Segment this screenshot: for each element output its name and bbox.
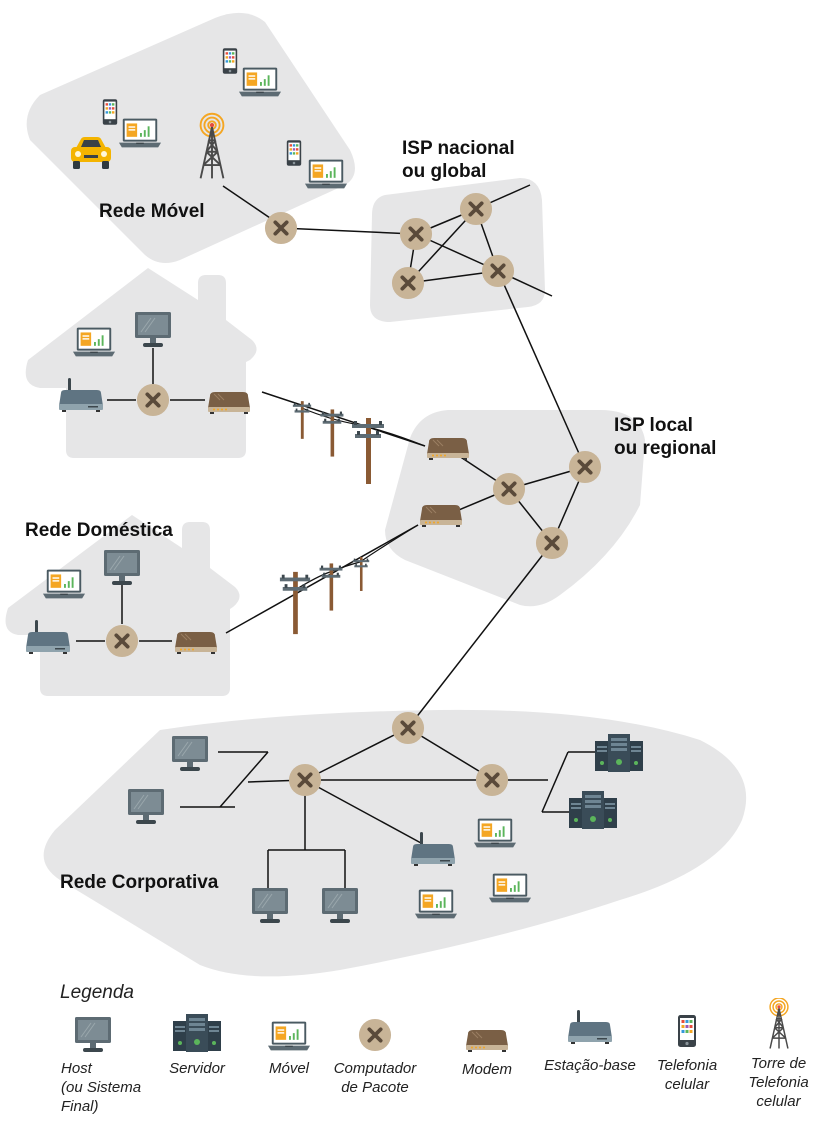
utility-pole-icon: [319, 563, 343, 611]
isp-national-region: [370, 178, 545, 322]
packet-switch-icon[interactable]: [264, 211, 298, 245]
modem-icon[interactable]: [207, 391, 251, 414]
legend-item-base-station: Estação-base: [540, 1010, 640, 1075]
utility-pole-icon: [279, 571, 311, 635]
isp-local-label-line2: ou regional: [614, 438, 717, 459]
legend-host-label-3: Final): [61, 1098, 99, 1115]
cell-phone-icon[interactable]: [286, 140, 302, 166]
isp-local-label: ISP local ou regional: [614, 414, 716, 460]
packet-switch-icon[interactable]: [399, 217, 433, 251]
utility-pole-icon: [352, 557, 370, 591]
modem-icon[interactable]: [419, 504, 463, 527]
mobile-laptop-icon[interactable]: [488, 873, 532, 903]
server-icon: [172, 1013, 222, 1053]
legend-mobile-label: Móvel: [268, 1060, 309, 1077]
legend-base-station-label: Estação-base: [544, 1057, 636, 1074]
packet-switch-icon[interactable]: [391, 711, 425, 745]
mobile-icon: [267, 1020, 311, 1052]
utility-pole-icon: [352, 418, 384, 484]
modem-icon[interactable]: [426, 437, 470, 460]
legend-item-server: Servidor: [152, 1013, 242, 1078]
legend-packet-switch-label-2: de Pacote: [341, 1079, 409, 1096]
mobile-laptop-icon[interactable]: [304, 159, 348, 189]
legend-item-packet-switch: Computador de Pacote: [330, 1018, 420, 1097]
packet-switch-icon[interactable]: [288, 763, 322, 797]
packet-switch-icon[interactable]: [492, 472, 526, 506]
legend-item-mobile: Móvel: [244, 1020, 334, 1078]
packet-switch-icon[interactable]: [568, 450, 602, 484]
isp-local-label-line1: ISP local: [614, 415, 693, 436]
enterprise-network-region: [43, 709, 747, 977]
cell-phone-icon[interactable]: [222, 48, 238, 74]
packet-switch-icon: [358, 1018, 392, 1052]
legend-server-label: Servidor: [169, 1060, 225, 1077]
legend-cell-tower-label-1: Torre de: [750, 1055, 807, 1072]
mobile-laptop-icon[interactable]: [238, 67, 282, 97]
utility-pole-icon: [320, 409, 344, 457]
packet-switch-icon[interactable]: [535, 526, 569, 560]
mobile-laptop-icon[interactable]: [473, 818, 517, 848]
host-icon: [73, 1015, 113, 1055]
packet-switch-icon[interactable]: [481, 254, 515, 288]
legend-title: Legenda: [60, 982, 134, 1003]
mobile-laptop-icon[interactable]: [414, 889, 458, 919]
home-network-label: Rede Doméstica: [25, 520, 173, 541]
legend-host-label-2: (ou Sistema: [61, 1079, 142, 1096]
cell-phone-icon: [677, 1014, 697, 1048]
packet-switch-icon[interactable]: [391, 266, 425, 300]
enterprise-network-label: Rede Corporativa: [60, 872, 219, 893]
cell-phone-icon[interactable]: [102, 99, 118, 125]
isp-national-label-line2: ou global: [402, 161, 487, 182]
mobile-laptop-icon[interactable]: [72, 327, 116, 357]
legend-cell-tower-label-3: celular: [756, 1093, 801, 1110]
legend-item-cell-tower: Torre de Telefonia celular: [736, 998, 821, 1111]
packet-switch-icon[interactable]: [105, 624, 139, 658]
legend-item-modem: Modem: [442, 1028, 532, 1079]
home-network-1-region: [25, 268, 257, 458]
modem-icon[interactable]: [174, 631, 218, 654]
mobile-network-label: Rede Móvel: [99, 201, 205, 222]
legend-cell-phone-label-1: Telefonia: [656, 1057, 718, 1074]
packet-switch-icon[interactable]: [459, 192, 493, 226]
legend-cell-phone-label-2: celular: [664, 1076, 710, 1093]
packet-switch-icon[interactable]: [136, 383, 170, 417]
mobile-laptop-icon[interactable]: [42, 569, 86, 599]
legend-item-cell-phone: Telefonia celular: [648, 1014, 726, 1094]
packet-switch-icon[interactable]: [475, 763, 509, 797]
mobile-network-region: [26, 12, 355, 264]
legend-modem-label: Modem: [461, 1061, 513, 1078]
mobile-laptop-icon[interactable]: [118, 118, 162, 148]
cell-tower-icon: [764, 998, 794, 1050]
utility-pole-icon: [292, 401, 312, 439]
legend-packet-switch-label-1: Computador: [333, 1060, 417, 1077]
legend-item-host: Host (ou Sistema Final): [55, 1015, 150, 1116]
base-station-icon: [567, 1010, 613, 1044]
isp-national-label: ISP nacional ou global: [402, 137, 515, 183]
legend-host-label-1: Host: [61, 1060, 92, 1077]
modem-icon: [464, 1028, 510, 1052]
isp-national-label-line1: ISP nacional: [402, 138, 515, 159]
legend-cell-tower-label-2: Telefonia: [748, 1074, 809, 1091]
